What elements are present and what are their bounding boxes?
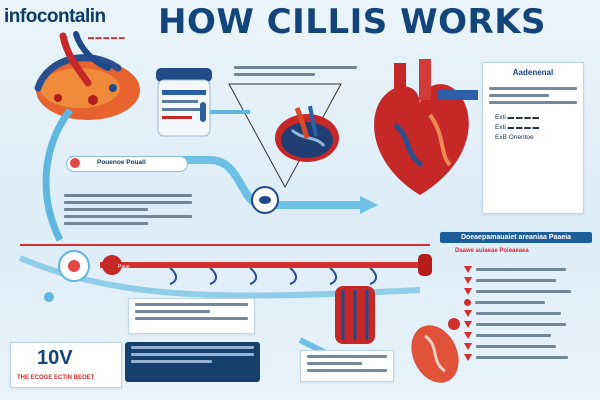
right-panel-line1: Exti ▬ ▬ ▬ ▬	[495, 114, 540, 121]
right-panel-line3: ExB Onentoe	[495, 134, 534, 141]
stomach-icon	[34, 31, 140, 120]
left-node	[58, 250, 90, 282]
capsule-icon	[251, 186, 279, 214]
right-bullet-list	[464, 262, 594, 365]
center-text-block	[228, 62, 363, 82]
mid-caption-pill: Pouenoe Pouall	[66, 156, 188, 172]
bar-subheader: Daawe auiaeae Poieaeaea	[455, 248, 529, 254]
mitochondria-icon	[411, 325, 459, 383]
bar-node-label: Paue	[118, 264, 130, 270]
mid-caption-marker	[70, 158, 80, 168]
right-info-panel: Aadenenal Exti ▬ ▬ ▬ ▬ Exti ▬ ▬ ▬ ▬ ExB …	[482, 62, 584, 214]
page-title: HOW CILLIS WORKS	[158, 2, 547, 42]
mid-caption: Pouenoe Pouall	[97, 159, 146, 166]
bottom-center-panel	[300, 350, 394, 382]
right-panel-line2: Exti ▬ ▬ ▬ ▬	[495, 124, 540, 131]
big-number: 10V	[37, 347, 73, 369]
left-node-core	[68, 260, 80, 272]
red-node-icon	[448, 318, 460, 330]
stat-card: 10V THE ECOGE ECTIN BEOET	[10, 342, 122, 388]
bottom-dark-panel	[125, 342, 260, 382]
cilia-bar	[100, 254, 432, 285]
organ-tag: ▬ ▬ ▬ ▬ ▬	[88, 35, 125, 41]
heart-icon	[374, 59, 478, 195]
text-block-center-left	[58, 190, 198, 245]
jar-icon	[156, 68, 212, 137]
lower-left-dot	[44, 292, 54, 302]
bar-header: Doeaepamauaiet areaniaa Paaeia	[440, 232, 592, 243]
right-panel-title: Aadenenal	[512, 68, 554, 77]
brand-logo-text: infocontalin	[4, 6, 106, 27]
stat-card-strip: THE ECOGE ECTIN BEOET	[17, 375, 95, 381]
cell-icon	[275, 105, 339, 162]
lower-mid-panel	[128, 298, 255, 334]
cilia-icon	[335, 286, 375, 344]
